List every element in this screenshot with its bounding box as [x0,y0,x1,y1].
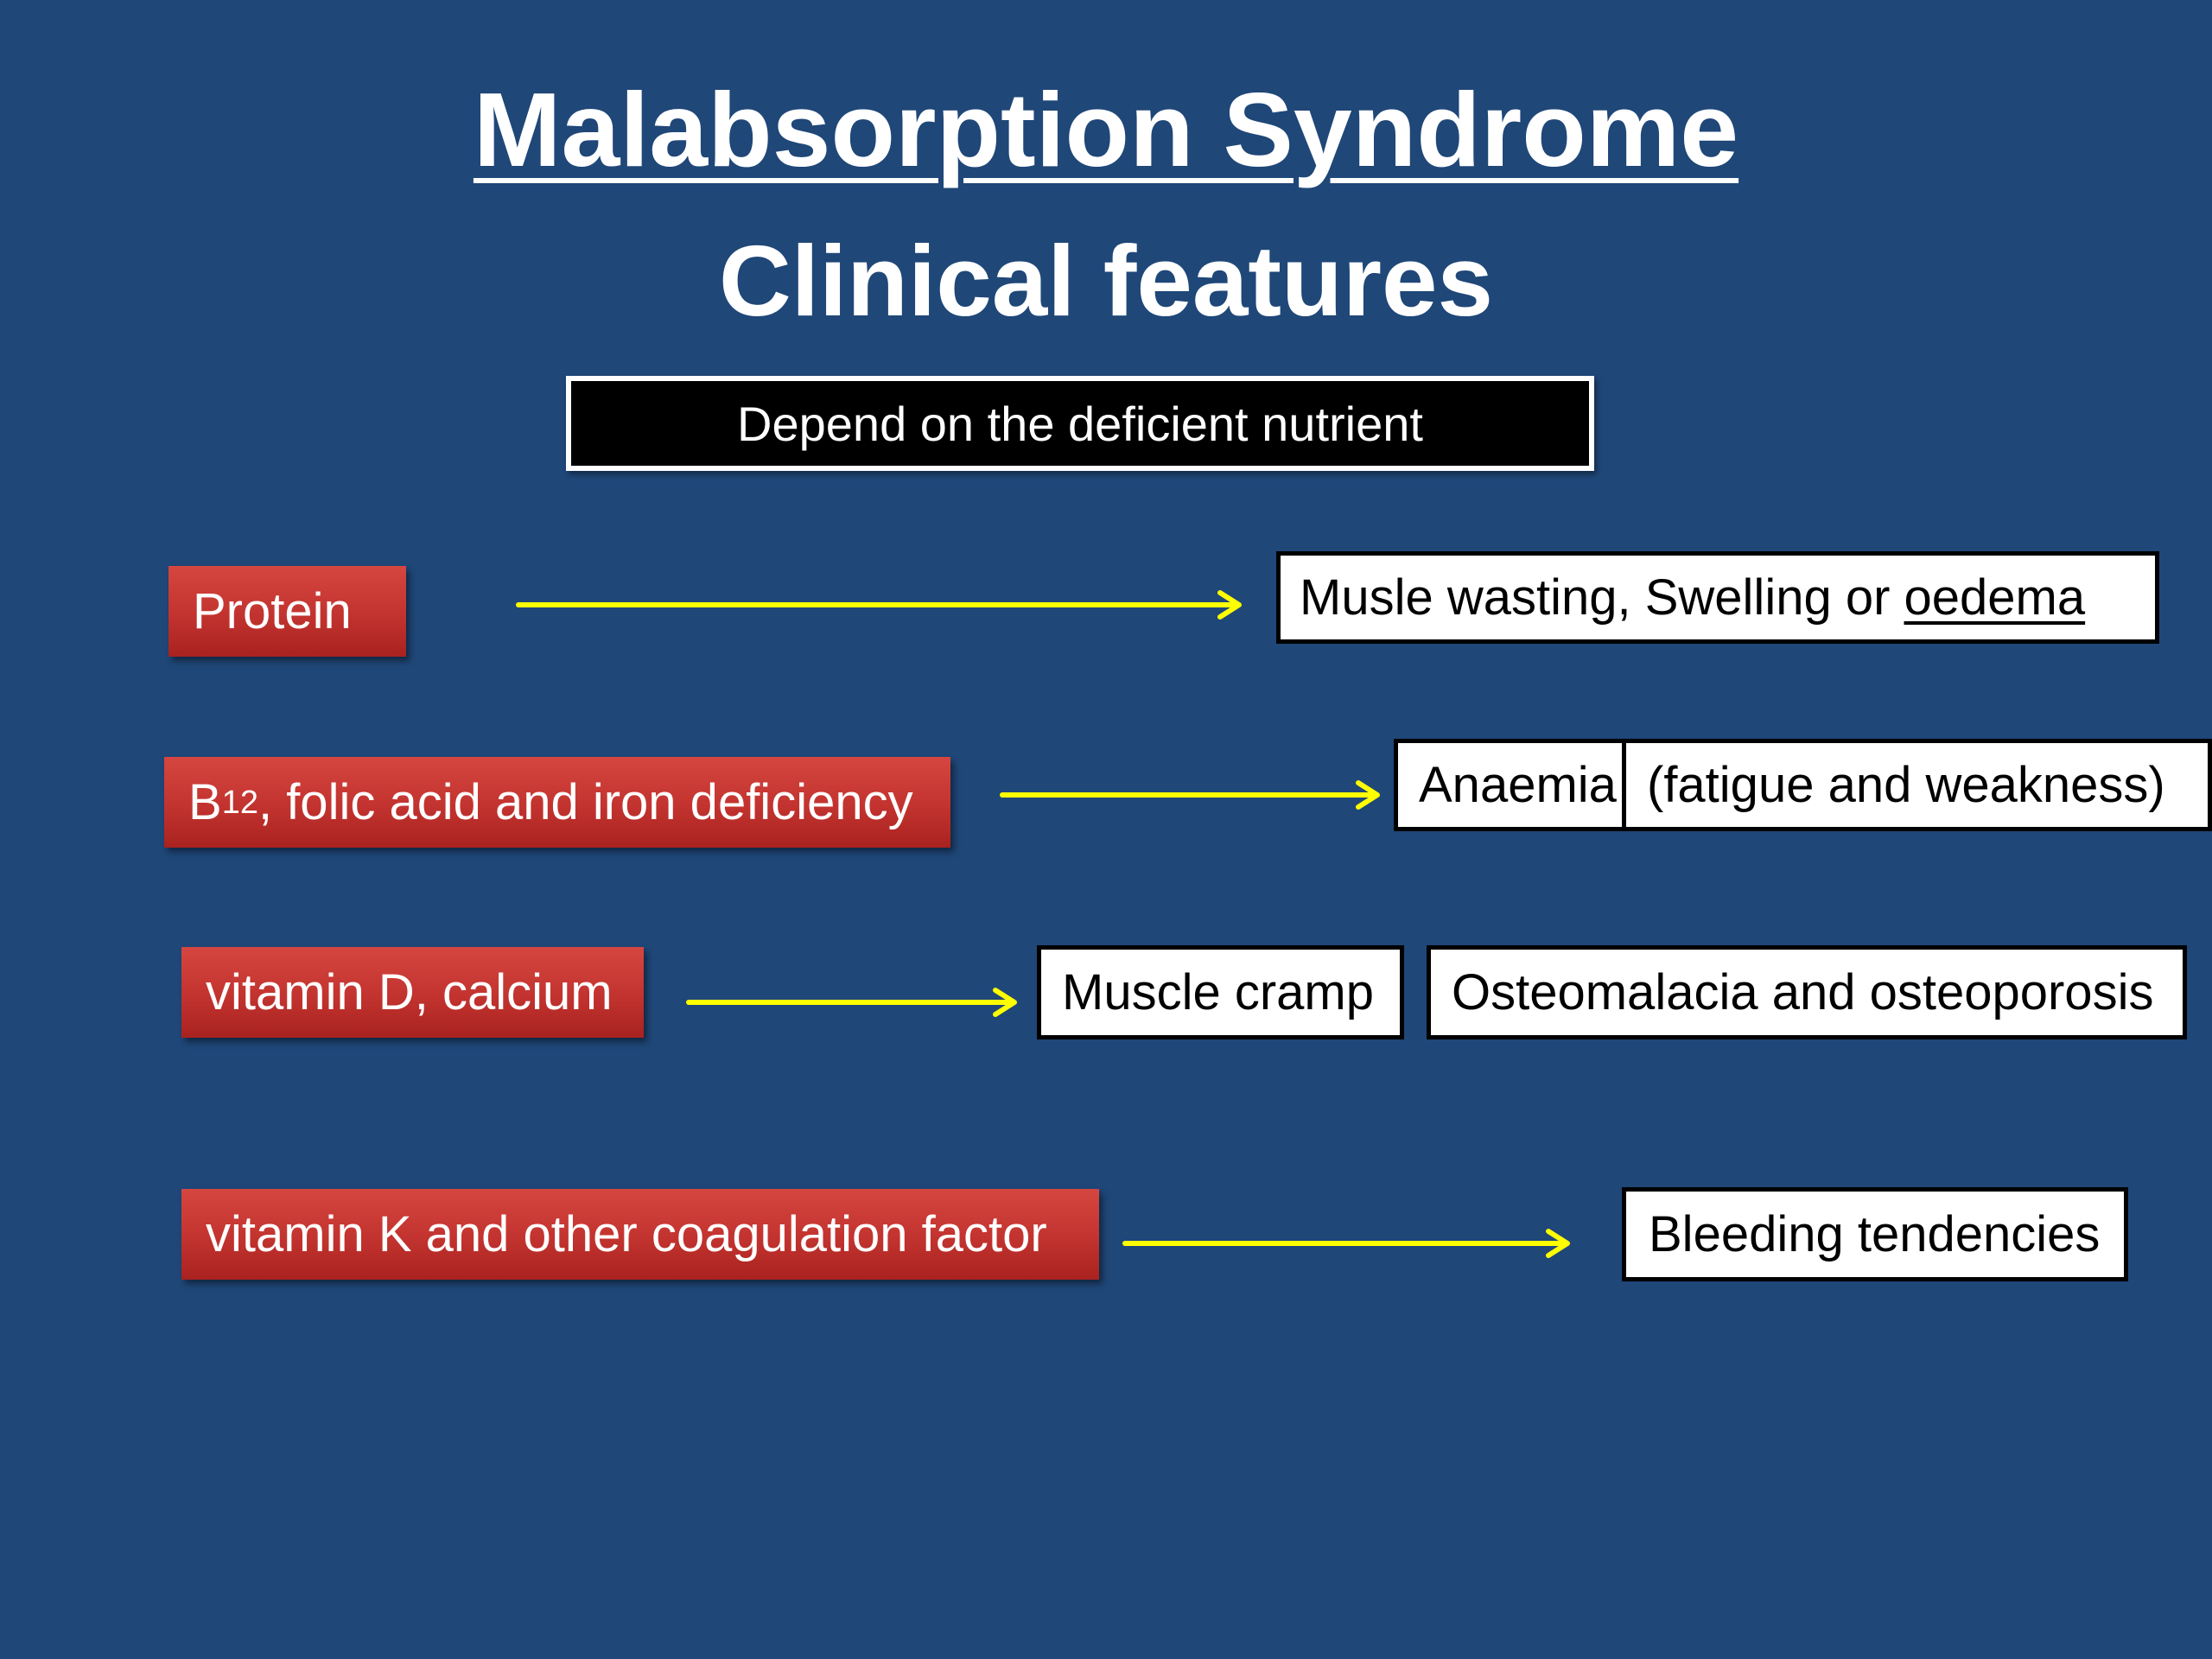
effect-box-bleeding: Bleeding tendencies [1622,1187,2128,1281]
slide-subtitle: Clinical features [718,225,1494,337]
effect-box-osteomalacia: Osteomalacia and osteoporosis [1427,945,2187,1039]
effect-label-underlined: oedema [1904,569,2086,626]
cause-label-rest: , folic acid and iron deficiency [257,774,913,830]
cause-box-vitamin-d-calcium: vitamin D, calcium [181,947,644,1038]
cause-label: vitamin D, calcium [206,964,613,1020]
cause-label: Protein [193,583,352,639]
effect-box-muscle-wasting: Musle wasting, Swelling or oedema [1276,551,2159,644]
effect-box-muscle-cramp: Muscle cramp [1037,945,1404,1039]
slide-title: Malabsorption Syndrome [0,69,2212,190]
effect-label: Anaemia [1419,757,1617,813]
deficient-nutrient-banner: Depend on the deficient nutrient [566,376,1594,471]
arrow-protein [516,590,1242,620]
effect-label: Bleeding tendencies [1649,1206,2101,1262]
effect-box-fatigue-weakness: (fatigue and weakness) [1622,739,2212,831]
cause-label: vitamin K and other coagulation factor [206,1206,1047,1262]
cause-label-main: B [188,774,222,830]
cause-box-vitamin-k: vitamin K and other coagulation factor [181,1189,1099,1280]
arrow-b12 [1000,780,1380,810]
slide-title-text: Malabsorption Syndrome [473,71,1739,188]
arrow-vitamin-k [1122,1229,1570,1258]
effect-box-anaemia: Anaemia [1394,739,1629,831]
effect-label: Muscle cramp [1062,964,1374,1020]
arrow-vitamin-d [686,988,1017,1017]
cause-box-protein: Protein [168,566,406,657]
effect-label: (fatigue and weakness) [1647,757,2165,813]
effect-label: Osteomalacia and osteoporosis [1452,964,2154,1020]
effect-label: Musle wasting, Swelling or [1300,569,1904,626]
